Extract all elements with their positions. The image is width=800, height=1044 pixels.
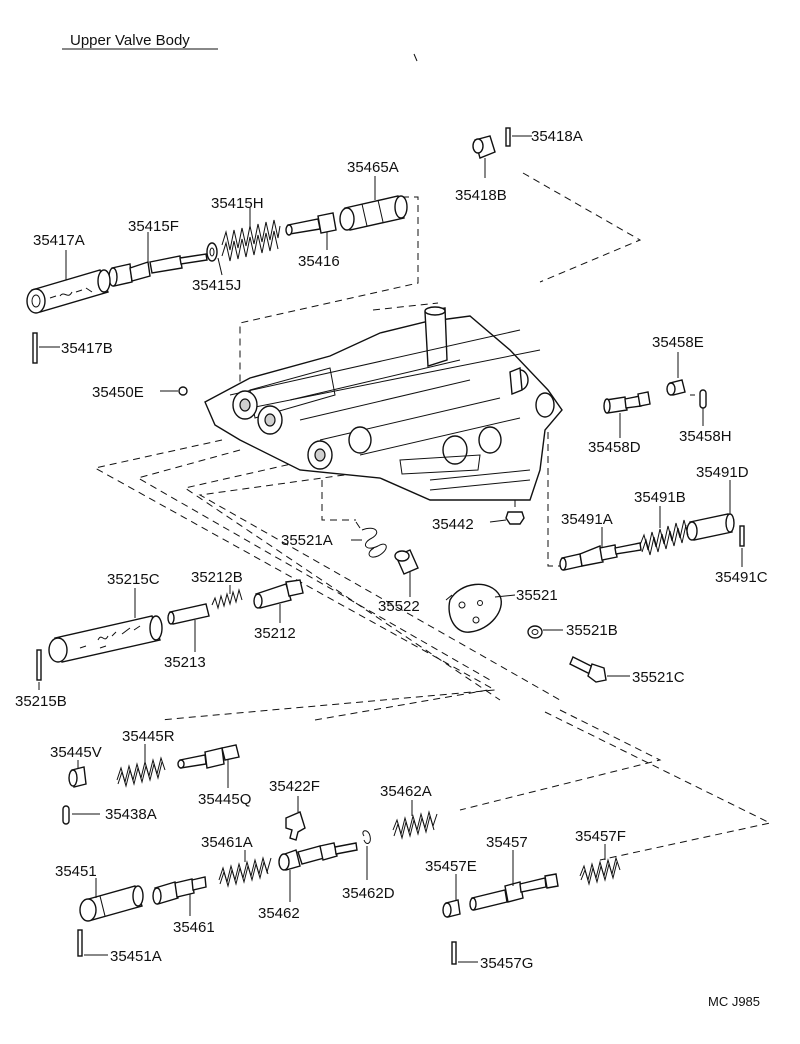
leader-35442	[489, 519, 507, 523]
part-35451	[79, 885, 144, 922]
part-35461	[152, 876, 207, 905]
part-35457	[469, 873, 559, 911]
leader-35415J	[217, 257, 223, 276]
label-35215C: 35215C	[107, 571, 160, 588]
label-35491A: 35491A	[561, 511, 613, 528]
label-35415H: 35415H	[211, 195, 264, 212]
part-35213	[167, 603, 210, 625]
label-35458H: 35458H	[679, 428, 732, 445]
label-35461A: 35461A	[201, 834, 253, 851]
label-35458D: 35458D	[588, 439, 641, 456]
dashed-guide-lines	[93, 172, 772, 861]
part-35417B	[32, 332, 38, 364]
label-35462A: 35462A	[380, 783, 432, 800]
label-35212: 35212	[254, 625, 296, 642]
label-35461: 35461	[173, 919, 215, 936]
label-35415J: 35415J	[192, 277, 241, 294]
label-35457E: 35457E	[425, 858, 477, 875]
label-35458E: 35458E	[652, 334, 704, 351]
part-35491D	[686, 513, 735, 541]
label-35465A: 35465A	[347, 159, 399, 176]
part-35457G	[451, 941, 457, 965]
upper-valve-body	[204, 306, 563, 501]
part-35521B	[527, 625, 543, 639]
part-35445V	[68, 766, 87, 788]
part-35462A	[392, 810, 438, 840]
label-35415F: 35415F	[128, 218, 179, 235]
part-35445Q	[177, 744, 240, 769]
label-35521: 35521	[516, 587, 558, 604]
part-35416	[285, 212, 337, 236]
part-35521A	[355, 521, 387, 558]
label-35457G: 35457G	[480, 955, 533, 972]
label-35417A: 35417A	[33, 232, 85, 249]
part-35457F	[579, 856, 621, 886]
label-35521B: 35521B	[566, 622, 618, 639]
part-35522	[394, 549, 419, 575]
part-35465A	[339, 195, 408, 231]
label-35462D: 35462D	[342, 885, 395, 902]
part-35458H	[699, 389, 707, 409]
label-35417B: 35417B	[61, 340, 113, 357]
part-35445R	[116, 756, 166, 788]
part-35418A	[505, 127, 511, 147]
stray-mark	[413, 53, 418, 62]
part-35442	[505, 511, 525, 525]
part-35415J	[206, 242, 218, 262]
label-35521A: 35521A	[281, 532, 333, 549]
label-35418A: 35418A	[531, 128, 583, 145]
label-35213: 35213	[164, 654, 206, 671]
label-35212B: 35212B	[191, 569, 243, 586]
label-35450E: 35450E	[92, 384, 144, 401]
part-35415H	[221, 219, 281, 262]
label-35491D: 35491D	[696, 464, 749, 481]
label-35422F: 35422F	[269, 778, 320, 795]
part-35457E	[442, 899, 461, 918]
label-35438A: 35438A	[105, 806, 157, 823]
label-35451: 35451	[55, 863, 97, 880]
label-35491C: 35491C	[715, 569, 768, 586]
label-35491B: 35491B	[634, 489, 686, 506]
catalog-code: MC J985	[708, 994, 760, 1009]
label-35445R: 35445R	[122, 728, 175, 745]
label-35416: 35416	[298, 253, 340, 270]
part-35462D	[362, 830, 371, 844]
label-35457F: 35457F	[575, 828, 626, 845]
part-35521C	[569, 656, 607, 683]
part-35458D	[603, 391, 651, 414]
part-35215C	[48, 615, 163, 663]
label-35522: 35522	[378, 598, 420, 615]
label-35445Q: 35445Q	[198, 791, 251, 808]
part-labels: 35418A 35418B 35465A 35415H 35415F 35417…	[15, 128, 768, 972]
label-35215B: 35215B	[15, 693, 67, 710]
part-35521	[445, 583, 502, 633]
part-35462	[278, 842, 358, 871]
part-35215B	[36, 649, 42, 681]
part-35438A	[62, 805, 70, 825]
part-35418B	[472, 135, 496, 159]
part-35422F	[285, 811, 306, 841]
part-35458E	[666, 379, 686, 396]
diagram-title: Upper Valve Body	[70, 32, 190, 49]
part-35450E	[178, 386, 188, 396]
label-35418B: 35418B	[455, 187, 507, 204]
label-35442: 35442	[432, 516, 474, 533]
leader-35521	[494, 594, 516, 598]
label-35521C: 35521C	[632, 669, 685, 686]
label-35445V: 35445V	[50, 744, 102, 761]
label-35462: 35462	[258, 905, 300, 922]
label-35451A: 35451A	[110, 948, 162, 965]
part-35415F	[108, 253, 208, 287]
part-35417A	[26, 269, 111, 314]
label-35457: 35457	[486, 834, 528, 851]
part-35212	[253, 579, 304, 609]
part-35491B	[639, 519, 689, 556]
part-35451A	[77, 929, 83, 957]
part-35491A	[559, 542, 642, 571]
part-35491C	[739, 525, 745, 547]
part-35461A	[218, 856, 272, 888]
part-35212B	[211, 588, 243, 610]
